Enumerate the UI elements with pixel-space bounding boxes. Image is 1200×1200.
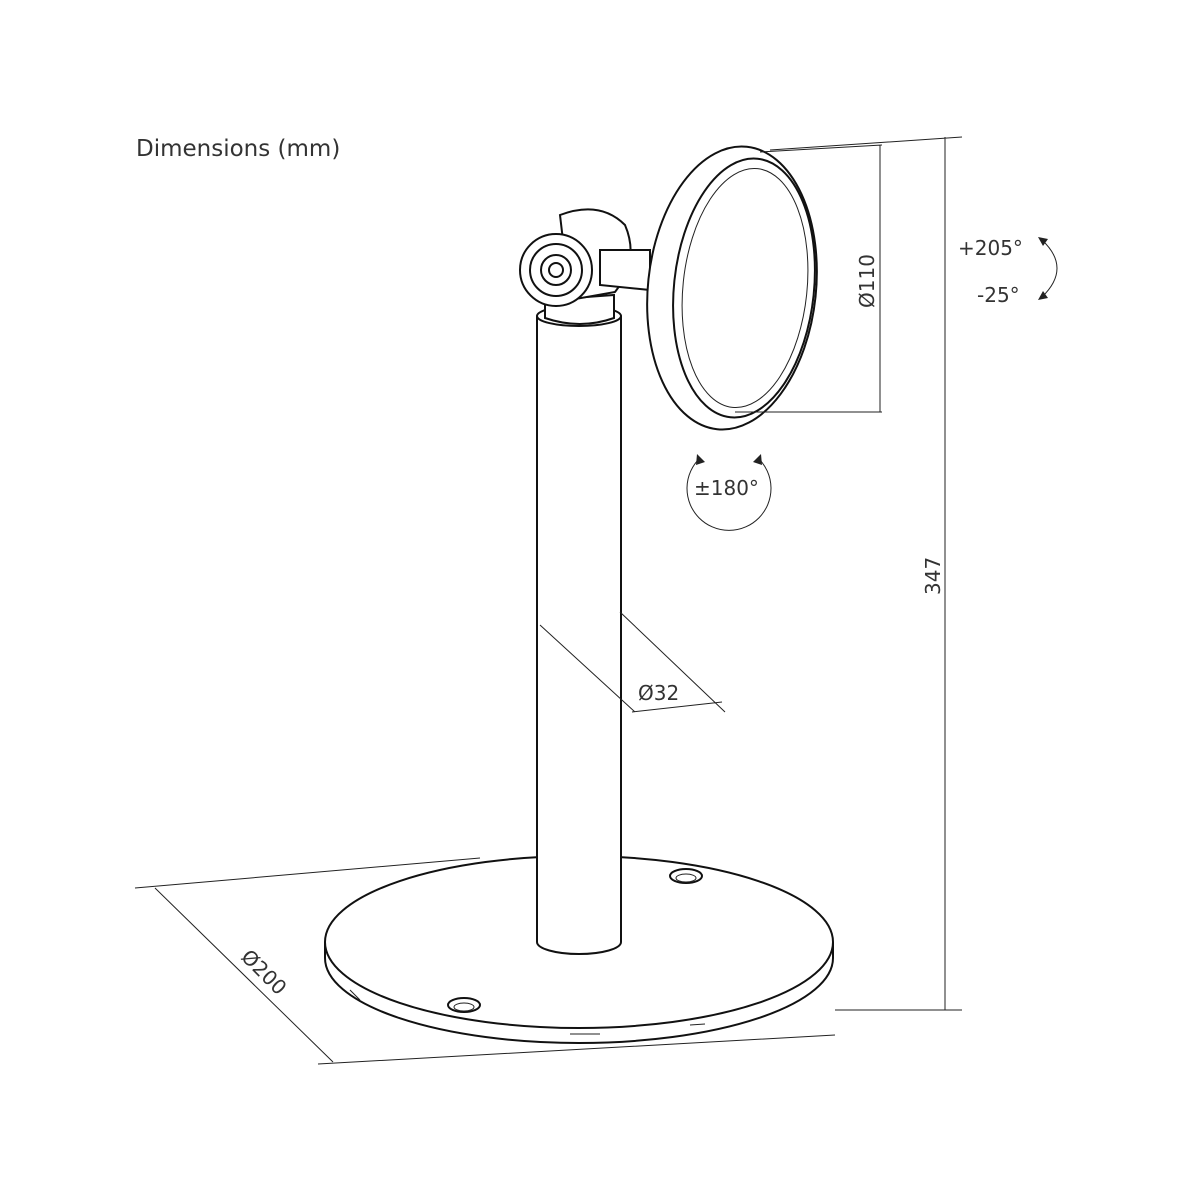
tilt-rotation-indicator: +205° -25° [958,236,1058,307]
circular-arrow-icon [686,457,772,531]
tilt-up-label: +205° [958,236,1023,260]
screw-icon [548,262,564,278]
height-dimension: 347 [769,136,963,1011]
pole-diameter-dimension: Ø32 [539,611,726,713]
curved-arrow-icon [1041,239,1058,298]
mount-plate [646,145,818,431]
swivel-rotation-indicator: ±180° [686,454,772,531]
mounting-hole-icon [669,868,703,884]
hinge-joint [519,208,651,325]
tilt-down-label: -25° [977,283,1020,307]
swivel-label: ±180° [694,476,759,500]
plate-diameter-dimension: Ø110 [735,144,883,413]
pole-diameter-label: Ø32 [638,681,679,705]
height-label: 347 [921,557,945,595]
plate-diameter-label: Ø110 [855,254,879,308]
mounting-hole-icon [447,997,481,1013]
drawing-title: Dimensions (mm) [136,136,340,162]
pole [536,305,622,955]
base-diameter-label: Ø200 [236,945,291,1000]
